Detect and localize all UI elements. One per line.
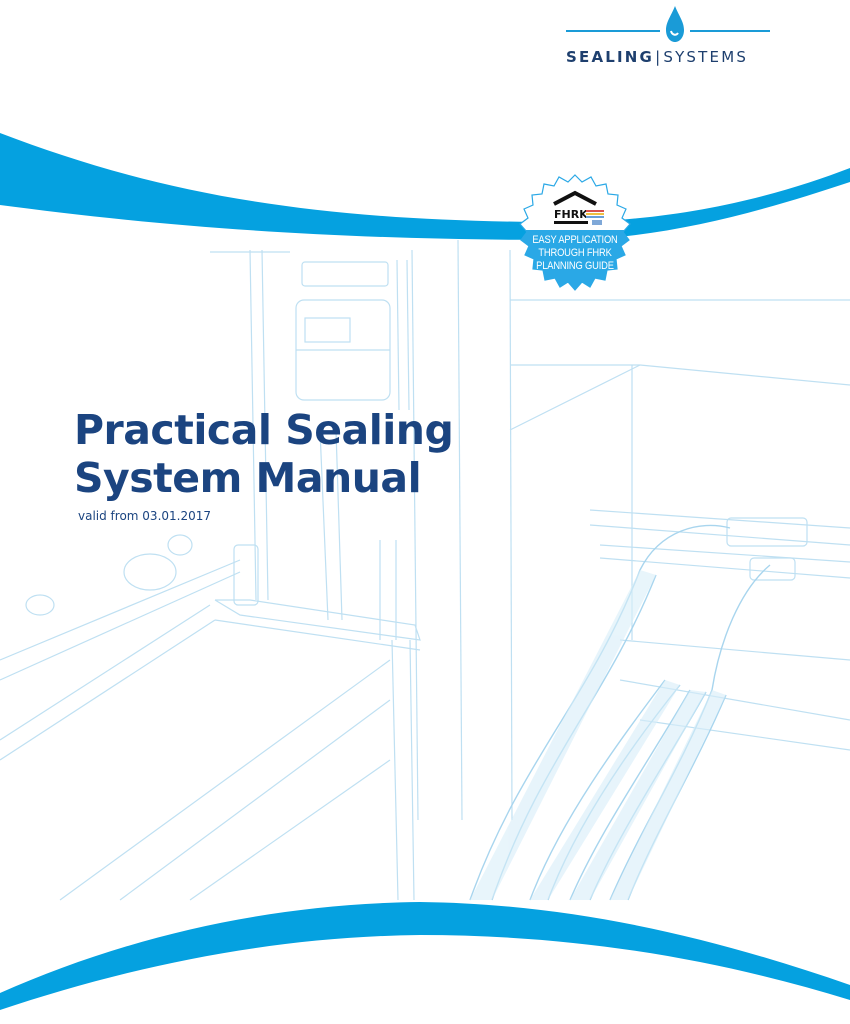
logo-rule-right <box>690 30 770 32</box>
water-drop-icon <box>666 6 684 42</box>
badge-seal-shape <box>519 174 631 291</box>
brand-logo: SEALING|SYSTEMS <box>560 4 780 74</box>
brand-separator: | <box>655 48 663 66</box>
title-line-1: Practical Sealing <box>74 406 454 454</box>
bottom-wave <box>0 902 850 1010</box>
title-line-2: System Manual <box>74 454 422 502</box>
validity-date: valid from 03.01.2017 <box>78 509 212 523</box>
page-title: Practical Sealing System Manual <box>74 406 454 502</box>
badge-line-3: PLANNING GUIDE <box>536 260 614 272</box>
fhrk-logo-icon: FHRK <box>553 190 604 225</box>
brand-name: SEALING|SYSTEMS <box>566 48 748 66</box>
badge-line-2: THROUGH FHRK <box>538 247 612 259</box>
badge-caption: EASY APPLICATION THROUGH FHRK PLANNING G… <box>520 234 631 273</box>
logo-rule-left <box>566 30 660 32</box>
svg-text:FHRK: FHRK <box>554 208 588 221</box>
brand-name-light: SYSTEMS <box>663 48 749 66</box>
brand-name-bold: SEALING <box>566 48 655 66</box>
badge-line-1: EASY APPLICATION <box>532 234 618 246</box>
fhrk-badge: FHRK EASY APPLICATION THROUGH FHRK PLANN… <box>510 172 640 302</box>
top-wave <box>0 133 850 240</box>
